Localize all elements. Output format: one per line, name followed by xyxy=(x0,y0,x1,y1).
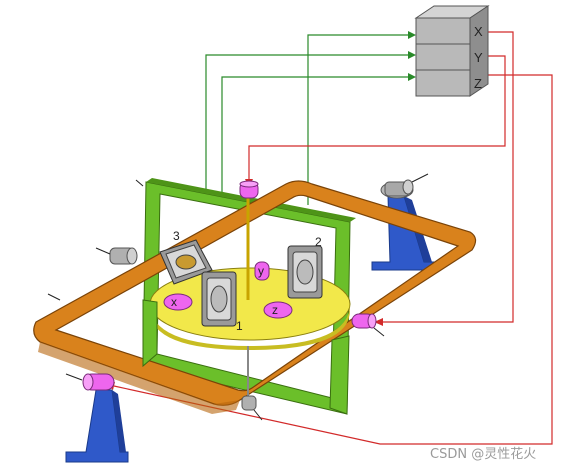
controller-label-z: Z xyxy=(474,76,482,91)
controller-box: X Y Z xyxy=(414,5,490,97)
controller-cell-x xyxy=(415,17,471,45)
middle-frame-edge xyxy=(146,178,356,222)
arrowhead xyxy=(408,73,416,81)
outer-frame-shade xyxy=(38,342,240,414)
pin-body xyxy=(254,261,270,281)
axis-line xyxy=(411,173,429,183)
red-wire-x xyxy=(382,31,514,323)
red-signal-wires xyxy=(113,31,553,445)
gyro-rotor xyxy=(210,285,228,313)
axis-line xyxy=(135,179,144,187)
pin-cap xyxy=(367,313,377,329)
pin-right xyxy=(351,313,385,337)
green-wire-z xyxy=(221,76,410,236)
pin-cap xyxy=(239,180,259,188)
gyro-outer-1 xyxy=(201,271,237,327)
watermark: CSDN @灵性花火 xyxy=(430,446,536,462)
label-gimbal-2: 2 xyxy=(315,235,322,249)
bearing-body xyxy=(241,395,257,411)
arrowhead xyxy=(408,31,416,39)
pin-x-label: x xyxy=(171,295,177,309)
axis-line xyxy=(47,293,61,301)
pin-body xyxy=(263,301,293,319)
green-wire-y xyxy=(205,54,410,246)
left-support-side xyxy=(112,390,126,452)
left-support-body xyxy=(65,389,129,463)
gyro-inner-3 xyxy=(159,239,213,285)
left-support-stand xyxy=(65,389,129,463)
bottom-bearing xyxy=(241,395,263,421)
bearing-end xyxy=(402,179,414,195)
gyro-rotor xyxy=(296,259,314,285)
arrowhead xyxy=(408,51,416,59)
axis-line xyxy=(95,247,111,255)
left-pin xyxy=(65,373,115,391)
green-signal-wires xyxy=(205,34,410,246)
outer-frame-ring xyxy=(33,180,477,406)
gyro-rotor xyxy=(175,254,197,270)
red-wire-y xyxy=(248,55,506,180)
pin-top xyxy=(239,180,259,199)
label-gimbal-3: 3 xyxy=(173,229,180,243)
axis-line xyxy=(373,327,385,337)
controller-cell-z xyxy=(415,69,471,97)
bearing-end xyxy=(126,247,138,265)
pin-y: y xyxy=(254,261,270,281)
label-gimbal-1: 1 xyxy=(236,319,243,333)
left-bearing xyxy=(95,247,138,265)
controller-cell-y xyxy=(415,43,471,71)
red-wire-z xyxy=(113,74,553,445)
right-bearing xyxy=(380,173,429,199)
middle-frame-front-left xyxy=(142,299,158,368)
pin-cap xyxy=(82,373,94,391)
middle-frame-front-right xyxy=(329,335,350,415)
gyro-middle-2 xyxy=(287,245,323,299)
pin-z-label: z xyxy=(272,303,278,317)
outer-gimbal-frame xyxy=(33,180,477,414)
controller-label-x: X xyxy=(474,24,483,39)
green-wire-x xyxy=(307,34,410,205)
green-arrowheads xyxy=(408,31,416,81)
axis-line xyxy=(65,373,83,381)
pin-y-label: y xyxy=(258,264,264,278)
pin-x: x xyxy=(163,293,193,311)
arrowhead xyxy=(374,318,383,326)
pin-body xyxy=(163,293,193,311)
axis-line xyxy=(253,409,263,421)
pin-z: z xyxy=(263,301,293,319)
controller-label-y: Y xyxy=(474,50,483,65)
